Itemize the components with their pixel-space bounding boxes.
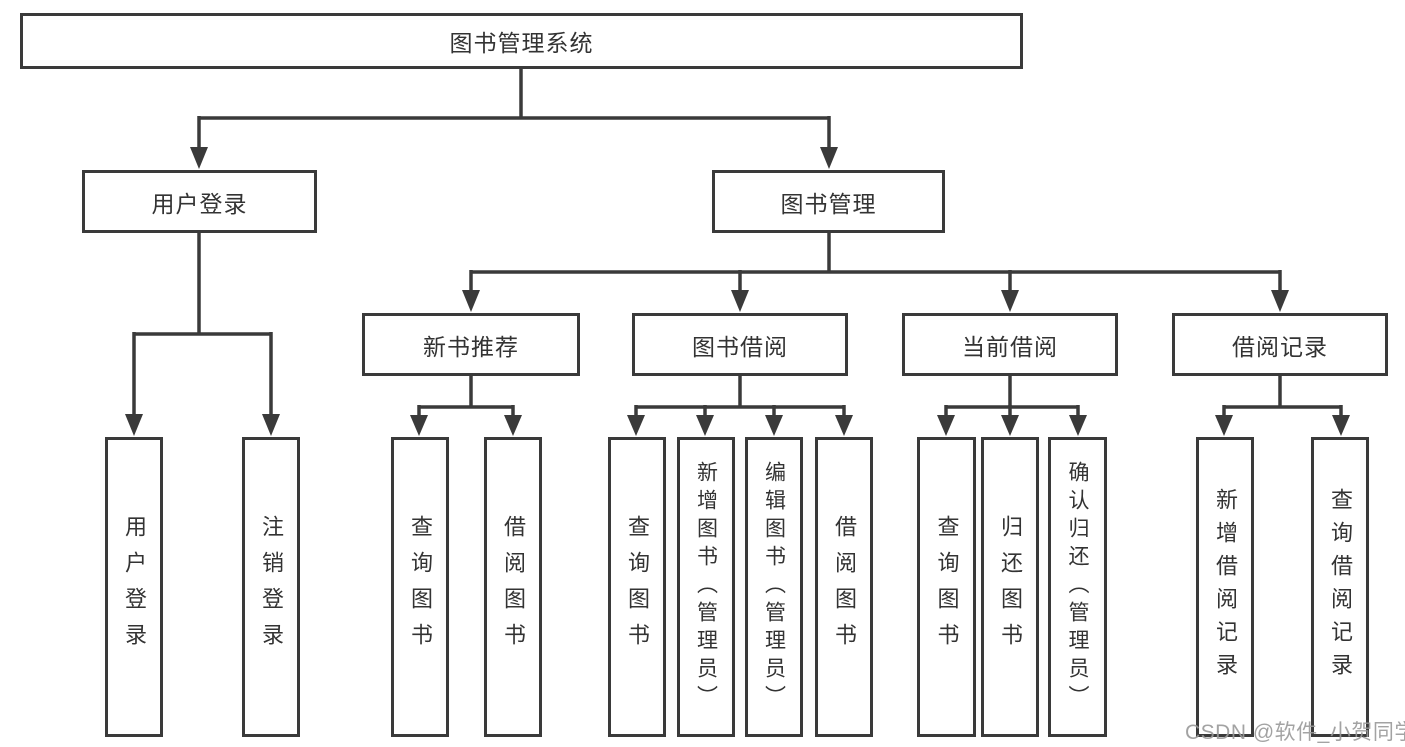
leaf-add-books-admin: 新增图书（管理员） [677,437,735,737]
leaf-edit-books-admin-label: 编辑图书（管理员） [762,461,786,713]
connector-user-login-children [125,233,280,436]
leaf-confirm-return-admin: 确认归还（管理员） [1048,437,1107,737]
node-new-book-recommend: 新书推荐 [362,313,580,376]
leaf-add-borrow-record-label: 新增借阅记录 [1213,488,1238,686]
node-book-borrow: 图书借阅 [632,313,848,376]
node-current-borrow: 当前借阅 [902,313,1118,376]
leaf-edit-books-admin: 编辑图书（管理员） [745,437,803,737]
leaf-logout-login-label: 注销登录 [259,515,284,659]
leaf-add-books-admin-label: 新增图书（管理员） [694,461,718,713]
leaf-query-books-current: 查询图书 [917,437,976,737]
node-book-management: 图书管理 [712,170,945,233]
leaf-query-books-current-label: 查询图书 [934,515,960,659]
leaf-logout-login: 注销登录 [242,437,300,737]
leaf-return-books-label: 归还图书 [998,515,1023,659]
connector-book-mgmt-children [462,233,1289,312]
leaf-query-borrow-record-label: 查询借阅记录 [1328,488,1353,686]
leaf-query-books-recommend: 查询图书 [391,437,449,737]
connector-root-to-level2 [190,69,838,169]
leaf-user-login: 用户登录 [105,437,163,737]
leaf-borrow-books-label: 借阅图书 [832,515,857,659]
leaf-borrow-books: 借阅图书 [815,437,873,737]
leaf-borrow-books-recommend-label: 借阅图书 [501,515,526,659]
leaf-query-books-borrow: 查询图书 [608,437,666,737]
leaf-borrow-books-recommend: 借阅图书 [484,437,542,737]
leaf-query-books-borrow-label: 查询图书 [625,515,650,659]
leaf-query-books-recommend-label: 查询图书 [408,515,433,659]
leaf-user-login-label: 用户登录 [122,515,147,659]
connector-new-book-children [410,376,522,436]
leaf-query-borrow-record: 查询借阅记录 [1311,437,1369,737]
node-borrow-records: 借阅记录 [1172,313,1388,376]
leaf-add-borrow-record: 新增借阅记录 [1196,437,1254,737]
node-library-system: 图书管理系统 [20,13,1023,69]
connector-current-borrow-children [937,376,1087,436]
watermark: CSDN @软件_小贺同学 [1185,721,1405,744]
connector-borrow-record-children [1215,376,1350,436]
connector-book-borrow-children [627,376,853,436]
node-user-login: 用户登录 [82,170,317,233]
leaf-return-books: 归还图书 [981,437,1039,737]
leaf-confirm-return-admin-label: 确认归还（管理员） [1066,461,1089,713]
